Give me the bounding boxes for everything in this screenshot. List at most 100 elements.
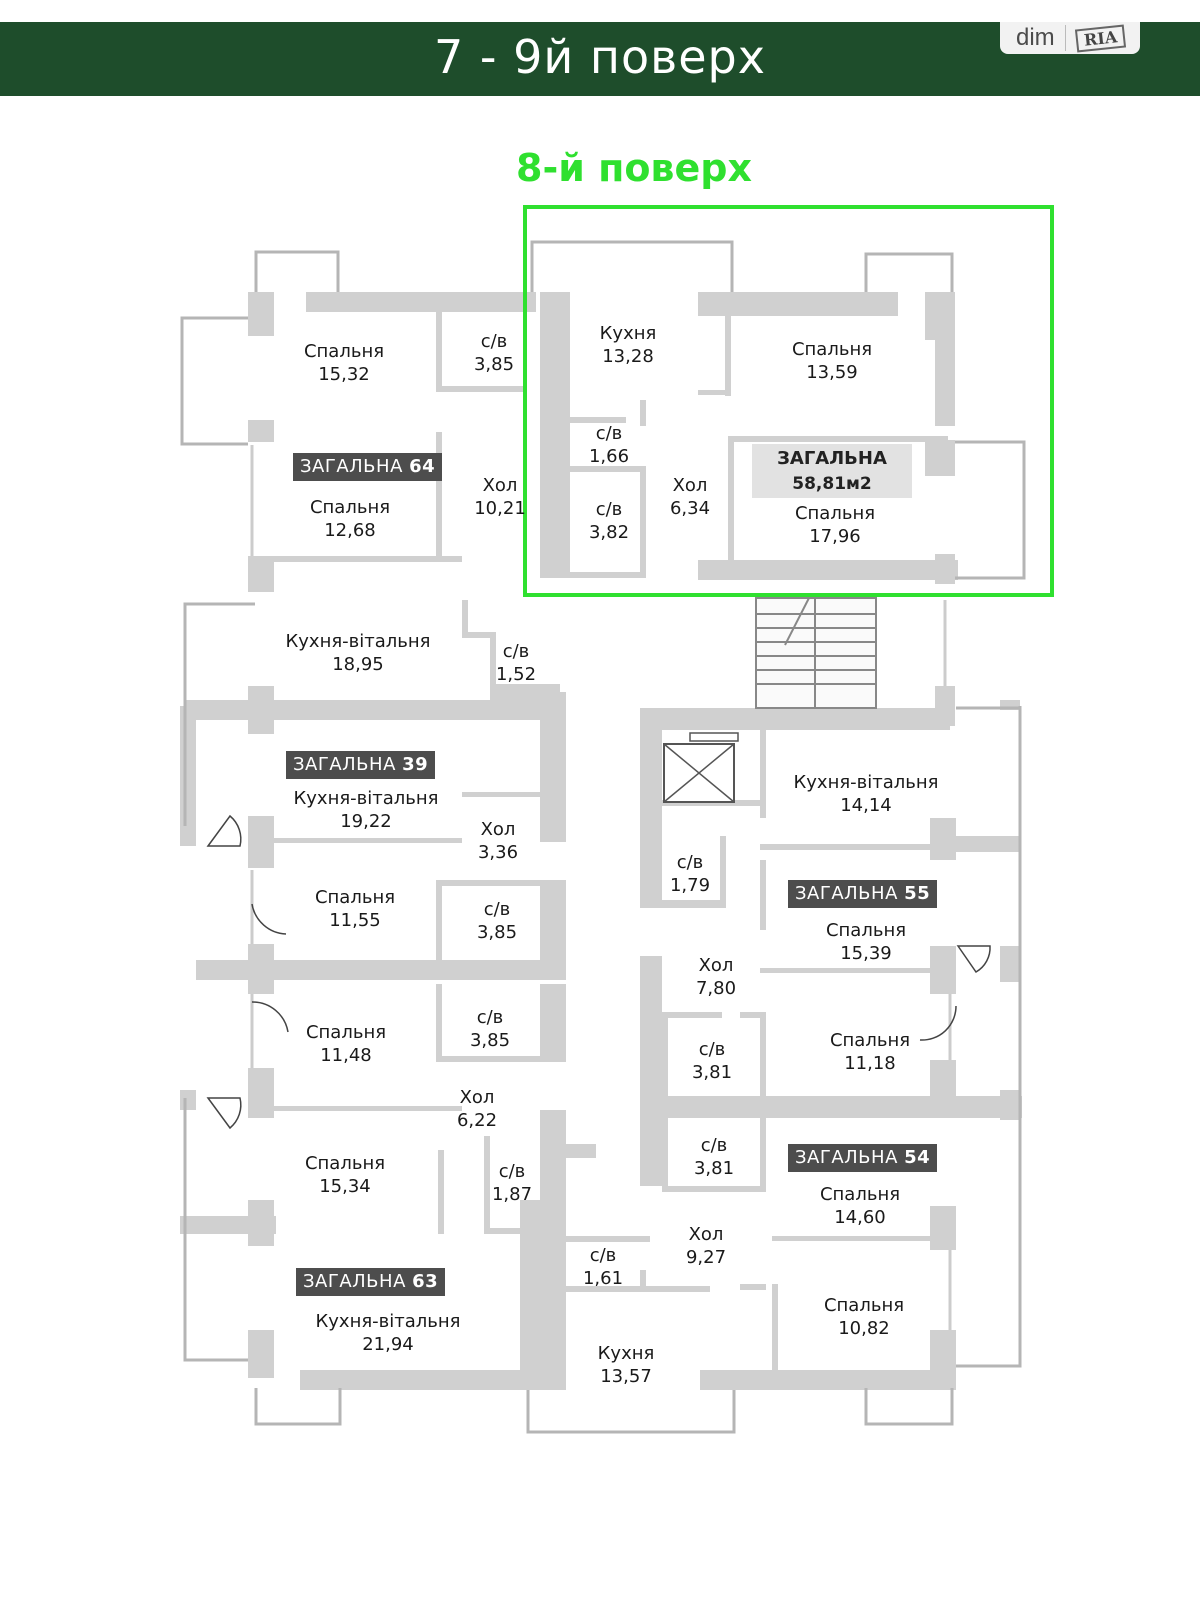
room-name: Хол	[698, 955, 734, 976]
room-area: 1,61	[582, 1268, 624, 1289]
badge-number: 63	[412, 1271, 439, 1292]
room-area: 14,14	[840, 795, 892, 816]
room-area: 13,28	[602, 346, 654, 367]
room-area: 13,57	[600, 1366, 652, 1387]
apartment-badge-39[interactable]: ЗАГАЛЬНА 39	[286, 751, 436, 779]
room-area: 3,82	[588, 522, 630, 543]
apartment-badge-63[interactable]: ЗАГАЛЬНА 63	[296, 1268, 446, 1296]
room-area: 3,85	[476, 922, 518, 943]
room-name: Кухня-вітальня	[293, 788, 439, 809]
apartment-badge-54[interactable]: ЗАГАЛЬНА 54	[788, 1144, 938, 1172]
room-name: с/в	[476, 1007, 504, 1028]
room-area: 3,81	[691, 1062, 733, 1083]
badge-number: 55	[904, 883, 931, 904]
room-area: 1,66	[588, 446, 630, 467]
badge-label: ЗАГАЛЬНА	[795, 883, 898, 904]
room-name: Спальня	[819, 1184, 901, 1205]
room-name: с/в	[595, 423, 623, 444]
badge-label: ЗАГАЛЬНА	[293, 754, 396, 775]
room-name: Спальня	[305, 1022, 387, 1043]
room-name: Кухня-вітальня	[793, 772, 939, 793]
badge-label: ЗАГАЛЬНА	[300, 456, 403, 477]
room-area: 21,94	[362, 1334, 414, 1355]
apartment-badge-64[interactable]: ЗАГАЛЬНА 64	[293, 453, 443, 481]
room-name: Кухня-вітальня	[315, 1311, 461, 1332]
door-arcs	[206, 814, 991, 1130]
room-area: 11,18	[844, 1053, 896, 1074]
room-name: Спальня	[825, 920, 907, 941]
room-name: Кухня	[597, 1343, 655, 1364]
header-bar: 7 - 9й поверх dim RIA	[0, 22, 1200, 96]
room-area: 11,48	[320, 1045, 372, 1066]
site-logo[interactable]: dim RIA	[1000, 22, 1140, 54]
room-name: Хол	[482, 475, 518, 496]
room-area: 15,32	[318, 364, 370, 385]
badge-number: 39	[402, 754, 429, 775]
room-area: 3,85	[469, 1030, 511, 1051]
room-area: 7,80	[695, 978, 737, 999]
badge-number: 54	[904, 1147, 931, 1168]
room-area: 14,60	[834, 1207, 886, 1228]
room-name: Спальня	[304, 1153, 386, 1174]
room-area: 19,22	[340, 811, 392, 832]
room-area: 6,22	[456, 1110, 498, 1131]
total-area: 58,81м2	[792, 474, 872, 494]
staircase	[755, 595, 877, 709]
room-area: 3,85	[473, 354, 515, 375]
room-name: Спальня	[823, 1295, 905, 1316]
badge-label: ЗАГАЛЬНА	[795, 1147, 898, 1168]
room-area: 3,36	[477, 842, 519, 863]
room-area: 10,21	[474, 498, 526, 519]
room-name: Спальня	[791, 339, 873, 360]
room-area: 15,34	[319, 1176, 371, 1197]
room-name: Спальня	[303, 341, 385, 362]
room-area: 11,55	[329, 910, 381, 931]
room-name: с/в	[700, 1135, 728, 1156]
logo-divider	[1064, 25, 1066, 51]
room-area: 3,81	[693, 1158, 735, 1179]
room-area: 10,82	[838, 1318, 890, 1339]
room-area: 17,96	[809, 526, 861, 547]
highlighted-apartment-total: ЗАГАЛЬНА 58,81м2	[752, 444, 912, 498]
room-name: с/в	[589, 1245, 617, 1266]
room-area: 12,68	[324, 520, 376, 541]
room-name: Спальня	[794, 503, 876, 524]
room-name: Спальня	[314, 887, 396, 908]
floor-label: 8-й поверх	[516, 146, 752, 190]
apartment-badge-55[interactable]: ЗАГАЛЬНА 55	[788, 880, 938, 908]
room-name: с/в	[480, 331, 508, 352]
total-title: ЗАГАЛЬНА	[777, 448, 887, 469]
walls	[180, 292, 1022, 1390]
room-name: Хол	[480, 819, 516, 840]
room-name: Спальня	[309, 497, 391, 518]
room-name: Кухня	[599, 323, 657, 344]
page-title: 7 - 9й поверх	[434, 30, 766, 84]
